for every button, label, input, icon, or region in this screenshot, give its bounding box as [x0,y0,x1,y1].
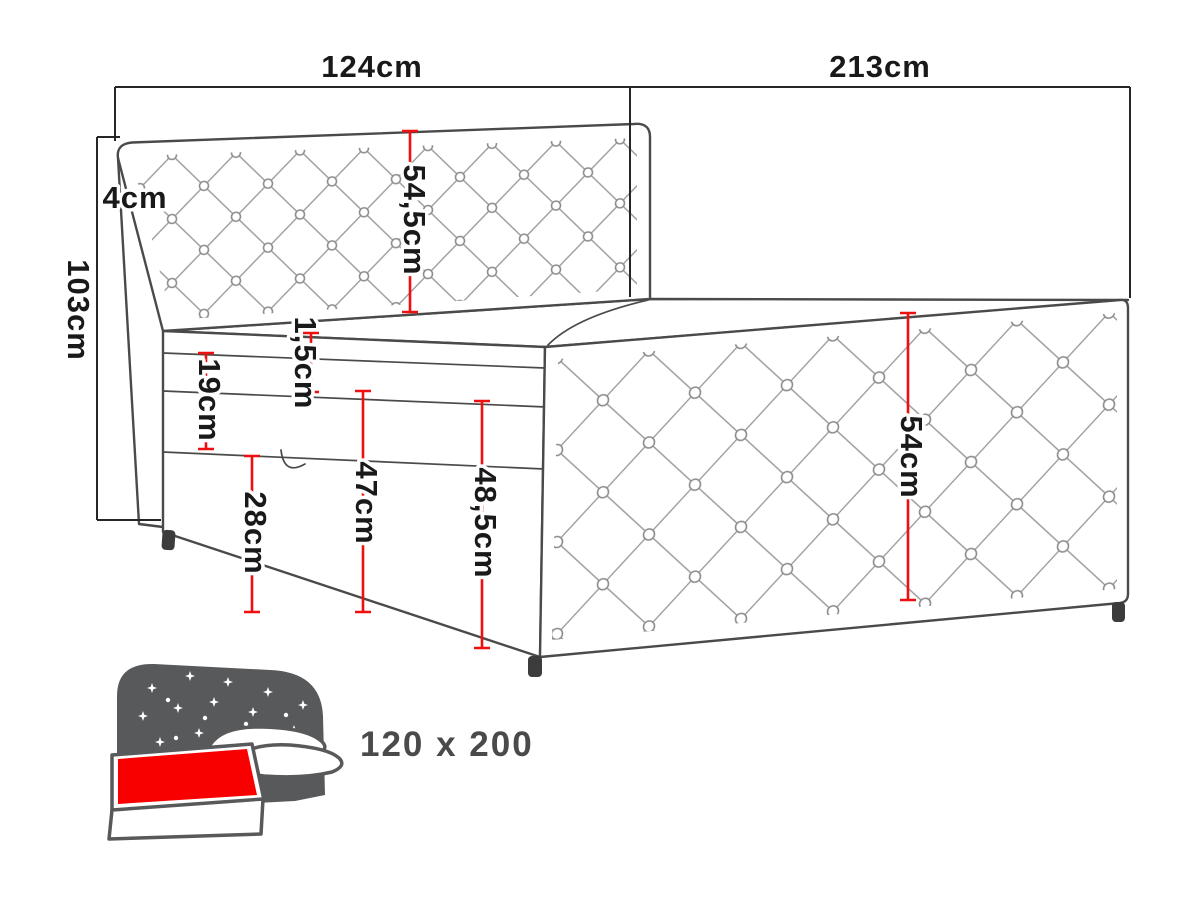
dim-line-213 [630,86,1131,298]
dim-label-213: 213cm [829,49,931,84]
dim-label-54-5: 54,5cm [397,164,432,275]
mattress-corner-curve [547,299,649,346]
dim-line-124 [114,86,630,141]
dim-label-1-5: 1,5cm [288,317,323,410]
black-dimension-lines [96,86,1131,521]
dim-label-47: 47cm [349,461,384,544]
dim-label-103: 103cm [61,259,96,361]
storage-bed-icon [107,663,344,841]
box-top-seam [162,451,545,470]
bed-leg-front-mid [528,656,542,677]
dim-label-124: 124cm [321,49,423,84]
dim-label-4: 4cm [102,180,167,215]
lift-handle [280,449,306,469]
dim-line-103 [96,136,161,521]
mattress-welt-seam [162,352,546,369]
dim-line-19 [198,351,214,451]
dim-line-28 [244,454,260,614]
side-panel-tufting [552,313,1117,640]
dim-label-19: 19cm [192,358,227,441]
dimension-labels: 124cm 213cm 4cm 103cm 54,5cm 19cm 1,5cm … [57,46,933,583]
dim-label-28: 28cm [238,491,273,574]
dim-line-54-5 [402,129,418,314]
dim-label-54: 54cm [894,415,929,498]
headboard-side-edge [116,156,165,529]
dim-line-54 [900,311,916,602]
bed-drawing [116,122,1130,677]
size-label: 120 x 200 [360,725,534,764]
icon-box-front [107,797,265,841]
red-dimension-lines [198,129,916,650]
bed-leg-front-left [161,529,176,551]
headboard-tufting [131,138,637,320]
dim-line-47 [355,389,371,614]
dim-label-48-5: 48,5cm [468,467,503,578]
bed-leg-right [1112,602,1125,622]
dim-line-48-5 [474,399,490,650]
icon-mattress-red-top [118,749,257,804]
dim-line-1-5 [303,331,319,394]
